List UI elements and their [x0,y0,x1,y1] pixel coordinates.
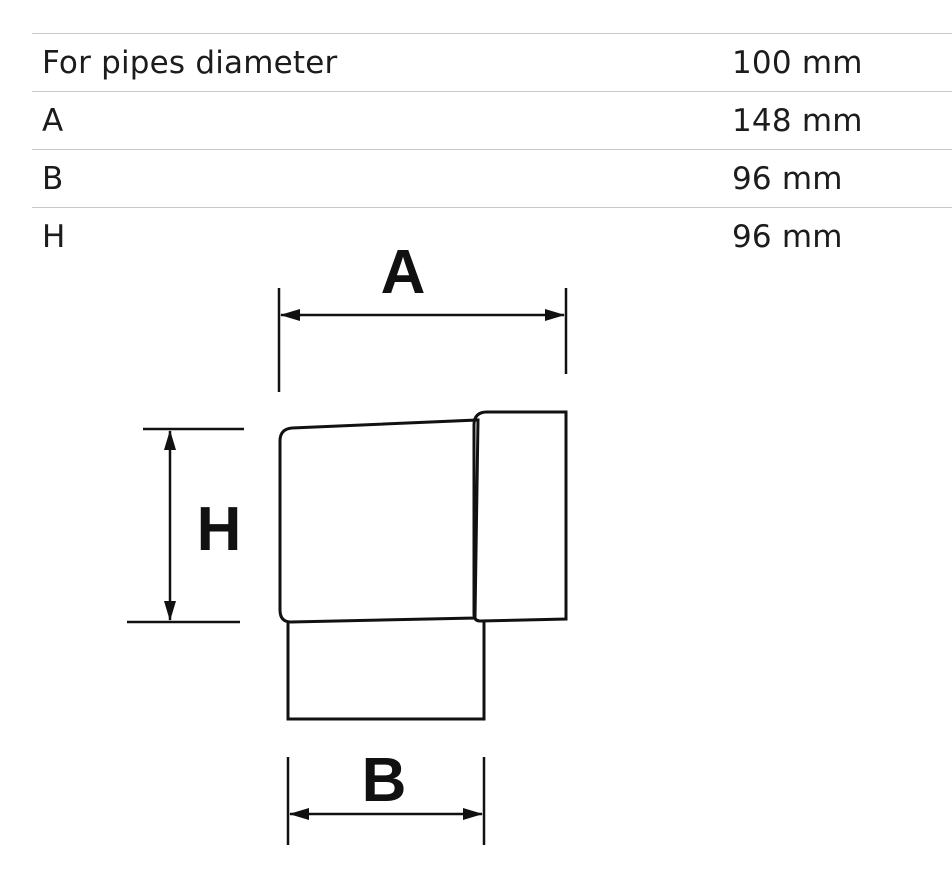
dimension-h-label: H [197,495,242,564]
elbow-pipe-socket [286,622,486,721]
spec-value: 96 mm [732,219,843,255]
spec-table: For pipes diameter 100 mm A 148 mm B 96 … [32,33,952,265]
elbow-outlet-rect [472,410,568,623]
spec-label: A [42,103,64,139]
spec-row-pipe-diameter: For pipes diameter 100 mm [32,33,952,91]
spec-label: H [42,219,66,255]
spec-label: For pipes diameter [42,45,338,81]
dimension-a-label: A [381,238,426,307]
spec-label: B [42,161,64,197]
dimension-a: A [277,238,568,392]
spec-value: 148 mm [732,103,863,139]
spec-row-b: B 96 mm [32,149,952,207]
spec-row-a: A 148 mm [32,91,952,149]
dimension-b-label: B [362,746,407,815]
spec-value: 100 mm [732,45,863,81]
elbow-outline [278,410,568,721]
elbow-main-body [278,418,480,624]
dimension-b: B [286,746,486,845]
dimension-h: H [127,427,244,624]
spec-row-h: H 96 mm [32,207,952,265]
spec-value: 96 mm [732,161,843,197]
